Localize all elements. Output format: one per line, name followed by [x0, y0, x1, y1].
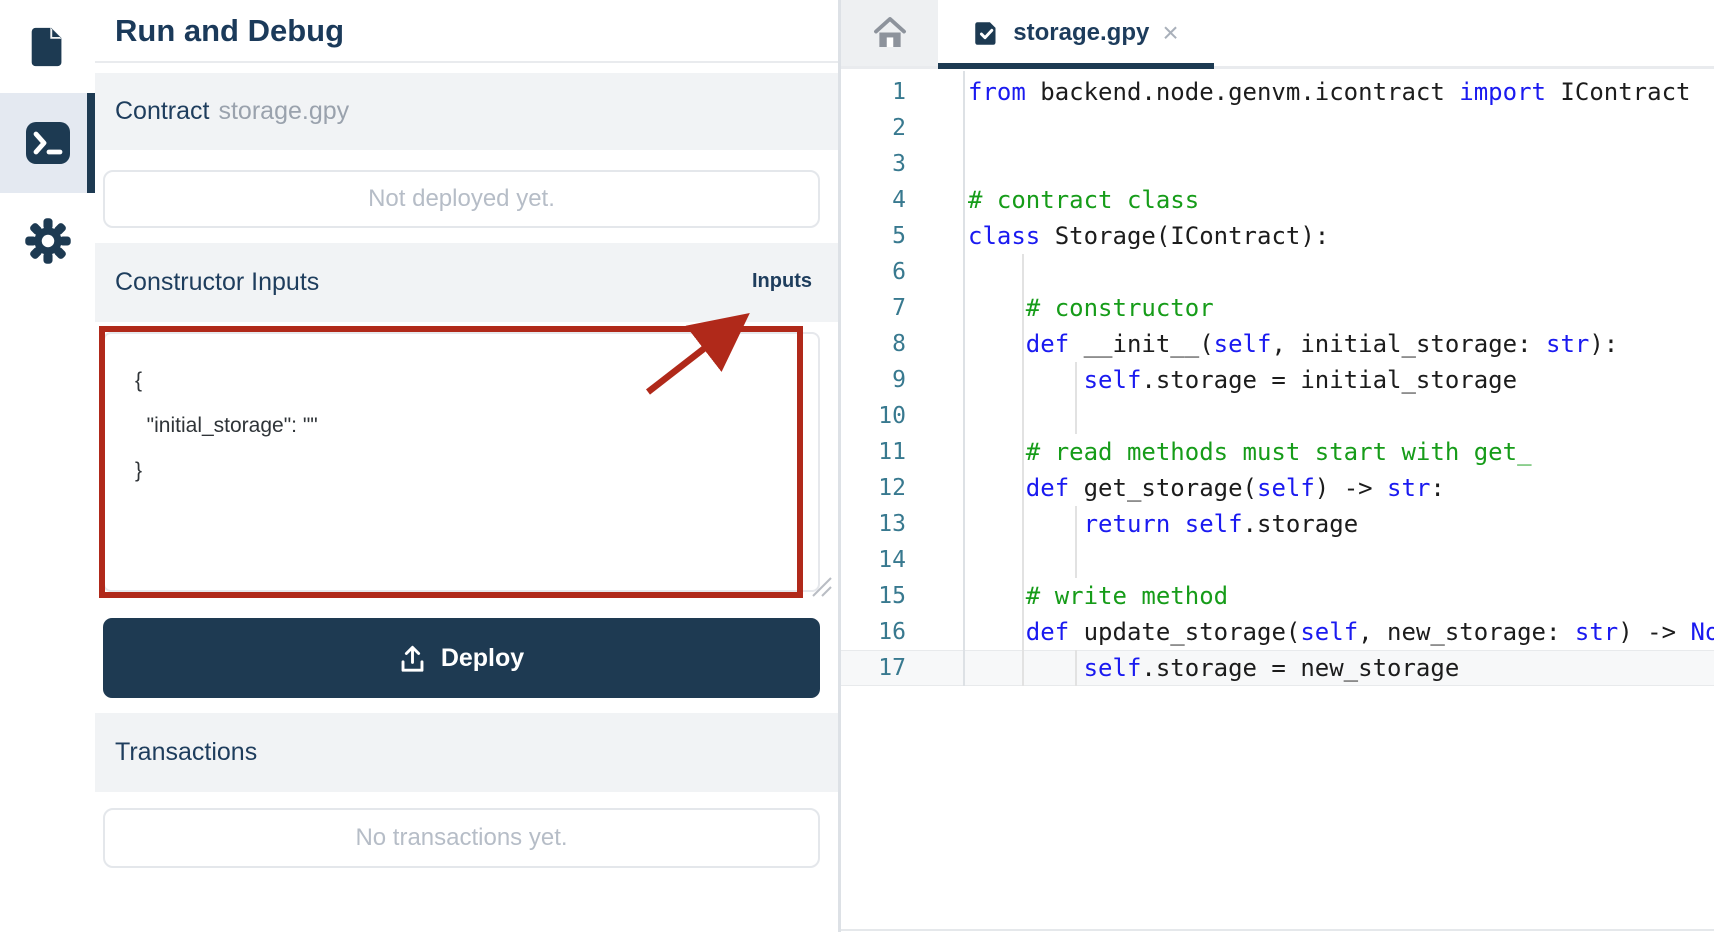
line-number: 16 [878, 619, 906, 645]
line-number: 10 [878, 403, 906, 429]
tab-storage-gpy[interactable]: storage.gpy × [938, 0, 1214, 69]
code-line [968, 146, 1714, 182]
icon-rail [0, 0, 95, 932]
file-check-icon [975, 21, 996, 45]
indent-guide [1022, 254, 1024, 686]
home-icon [873, 17, 906, 48]
deploy-button-label: Deploy [440, 643, 525, 672]
code-line: # constructor [1025, 294, 1214, 322]
tab-label: storage.gpy [1013, 19, 1150, 46]
deploy-status-text: Not deployed yet. [368, 185, 555, 212]
line-number: 7 [892, 295, 906, 321]
line-number: 5 [892, 223, 906, 249]
code-line [968, 110, 1714, 146]
rail-item-settings[interactable] [0, 193, 95, 288]
code-line: def __init__(self, initial_storage: str)… [1025, 330, 1619, 358]
line-number: 12 [878, 475, 906, 501]
line-number: 14 [878, 547, 906, 573]
code-line [968, 542, 1714, 578]
transactions-label: Transactions [115, 738, 258, 766]
gutter-border [963, 71, 965, 686]
constructor-section-header: Constructor Inputs Inputs [95, 243, 838, 322]
code-line: # read methods must start with get_ [1025, 438, 1532, 466]
active-tab-underline [938, 63, 1214, 69]
code-lines: from backend.node.genvm.icontract import… [968, 74, 1714, 686]
line-number: 6 [892, 259, 906, 285]
active-line-highlight [841, 650, 1714, 686]
code-line: class Storage(IContract): [968, 222, 1330, 250]
transactions-empty-text: No transactions yet. [355, 824, 568, 851]
inputs-badge: Inputs [752, 270, 812, 292]
line-number: 11 [878, 439, 906, 465]
editor-tab-bar: storage.gpy × [841, 0, 1714, 69]
upload-icon [401, 645, 424, 672]
horizontal-scrollbar[interactable] [841, 929, 1714, 931]
code-line: def get_storage(self) -> str: [1025, 474, 1445, 502]
code-line: self.storage = new_storage [1083, 654, 1460, 682]
panel-editor-divider[interactable] [838, 0, 841, 932]
rail-item-files[interactable] [0, 0, 95, 93]
line-number: 4 [892, 187, 906, 213]
indent-guide [1075, 506, 1077, 578]
code-line [968, 398, 1714, 434]
terminal-icon [25, 122, 70, 164]
rail-item-run-debug[interactable] [0, 93, 95, 193]
line-number: 9 [892, 367, 906, 393]
code-line: def update_storage(self, new_storage: st… [1025, 618, 1714, 646]
code-line: from backend.node.genvm.icontract import… [968, 78, 1691, 106]
deploy-status-box: Not deployed yet. [103, 170, 820, 228]
code-line: # contract class [968, 186, 1200, 214]
line-number: 13 [878, 511, 906, 537]
code-line: self.storage = initial_storage [1083, 366, 1518, 394]
panel-header: Run and Debug [95, 0, 838, 63]
line-number: 15 [878, 583, 906, 609]
line-number: 3 [892, 151, 906, 177]
line-number: 17 [878, 655, 906, 681]
gear-icon [24, 217, 71, 264]
code-line [968, 254, 1714, 290]
deploy-button[interactable]: Deploy [103, 618, 820, 698]
line-number: 1 [892, 79, 906, 105]
file-icon [31, 26, 62, 66]
close-icon[interactable]: × [1162, 17, 1179, 48]
page-title: Run and Debug [115, 13, 345, 48]
constructor-inputs-textarea[interactable]: { "initial_storage": "" } [103, 332, 820, 592]
constructor-label: Constructor Inputs [115, 268, 320, 296]
transactions-section-header: Transactions [95, 713, 838, 792]
home-tab[interactable] [841, 0, 938, 66]
resize-grip-icon[interactable] [807, 576, 833, 598]
indent-guide [1075, 650, 1077, 686]
code-line: # write method [1025, 582, 1229, 610]
transactions-empty-box: No transactions yet. [103, 808, 820, 868]
indent-guide [1075, 362, 1077, 434]
line-number: 8 [892, 331, 906, 357]
code-line: return self.storage [1083, 510, 1359, 538]
line-number: 2 [892, 115, 906, 141]
contract-file-name: storage.gpy [218, 97, 350, 125]
active-indicator-bar [87, 93, 95, 193]
